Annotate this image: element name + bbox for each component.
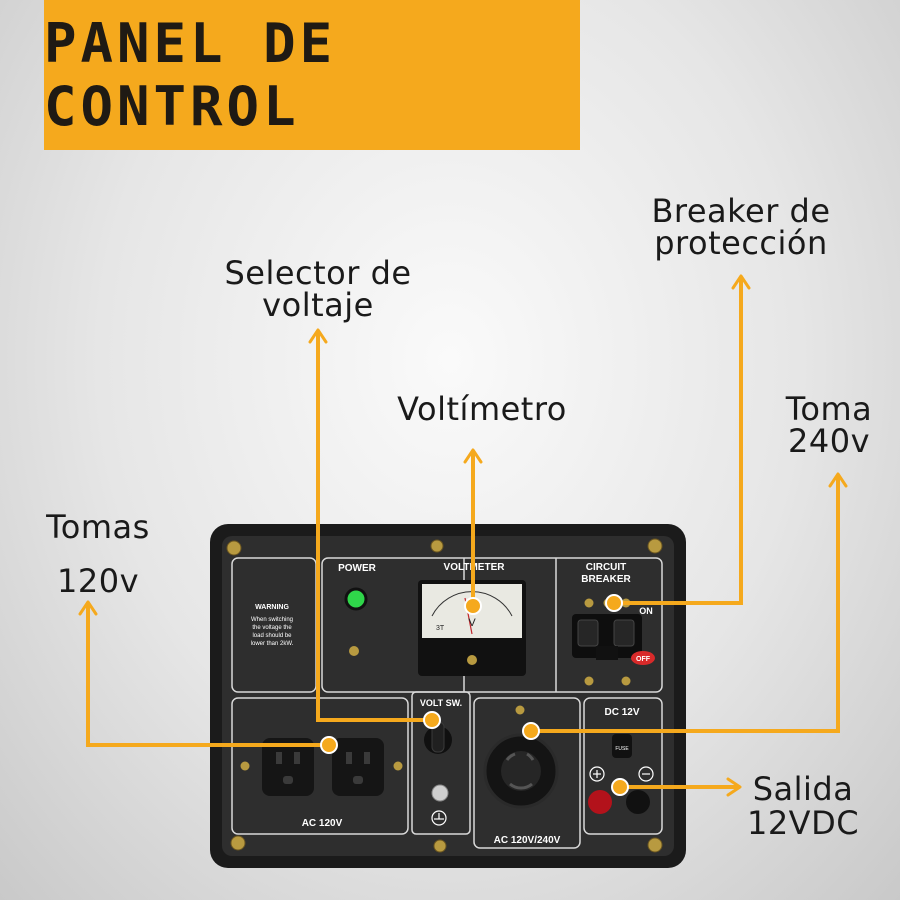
label-toma-240v: Toma 240v [760,393,898,457]
fuse-label: FUSE [615,746,629,752]
label-voltimetro-line1: Voltímetro [397,390,567,428]
fuse-holder[interactable] [612,734,632,758]
label-toma240-line1: Toma [785,390,873,428]
voltage-selector-knob[interactable] [424,721,452,754]
label-tomas-120v: Tomas 120v [20,500,176,608]
voltsw-label: VOLT SW. [420,698,462,708]
warning-line-3: load should be [252,633,292,639]
ground-symbol-icon [431,810,447,826]
outlet-240v-twistlock[interactable] [483,733,559,809]
label-salida-12vdc: Salida 12VDC [728,772,878,840]
label-breaker-line1: Breaker de [651,192,831,230]
ac240-label: AC 120V/240V [494,835,561,846]
label-breaker-proteccion: Breaker de protección [630,195,852,259]
outlet-120v-left[interactable] [262,738,314,796]
callout-dot-toma240 [522,722,540,740]
callout-dot-tomas [320,736,338,754]
warning-line-1: When switching [251,617,293,623]
callout-dot-selector [423,711,441,729]
dc-positive-terminal[interactable] [588,790,612,814]
outlet-120v-right[interactable] [332,738,384,796]
callout-arrows [86,278,840,789]
breaker-off-button[interactable] [631,651,655,665]
callout-dot-breaker [605,594,623,612]
label-tomas-line1: Tomas [46,508,150,546]
voltmeter-scale-small: 3T [436,625,445,632]
negative-symbol-icon [638,766,654,782]
dc-label: DC 12V [604,707,639,718]
warning-line-2: the voltage the [252,625,292,631]
title-banner [44,0,580,150]
label-tomas-line2: 120v [56,562,139,600]
voltmeter-screw [467,655,477,665]
power-screw [349,646,359,656]
voltsw-section [411,691,471,835]
label-breaker-line2: protección [654,224,828,262]
page-title: PANEL DE CONTROL [44,12,337,138]
voltmeter-unit: V [468,617,476,629]
breaker-off-label: OFF [636,656,651,663]
power-label: POWER [338,563,377,574]
label-salida-line2: 12VDC [746,804,860,842]
positive-symbol-icon [589,766,605,782]
circuit-label: CIRCUIT [586,562,627,573]
dc-section [583,697,663,835]
breaker-on-label: ON [639,606,653,616]
top-section [321,557,663,693]
callout-dot-voltimetro [464,597,482,615]
arrow-selector-voltaje [316,332,432,722]
arrow-toma-240v [531,476,840,733]
label-selector-line2: voltaje [262,286,374,324]
dc-negative-terminal[interactable] [626,790,650,814]
power-led [344,587,368,611]
ground-terminal[interactable] [431,784,449,802]
callout-dot-salida [611,778,629,796]
label-toma240-line2: 240v [787,422,870,460]
breaker-label: BREAKER [581,574,631,585]
arrow-breaker [614,278,743,605]
label-selector-line1: Selector de [224,254,412,292]
label-salida-line1: Salida [752,770,854,808]
panel-screws [226,538,663,853]
ac240-section [473,697,581,849]
warning-line-4: lower than 2kW. [251,641,294,647]
label-selector-voltaje: Selector de voltaje [200,257,436,321]
warning-title: WARNING [255,604,289,611]
ac120-label: AC 120V [302,818,343,829]
arrow-tomas-120v [86,604,329,747]
label-voltimetro: Voltímetro [372,393,592,425]
